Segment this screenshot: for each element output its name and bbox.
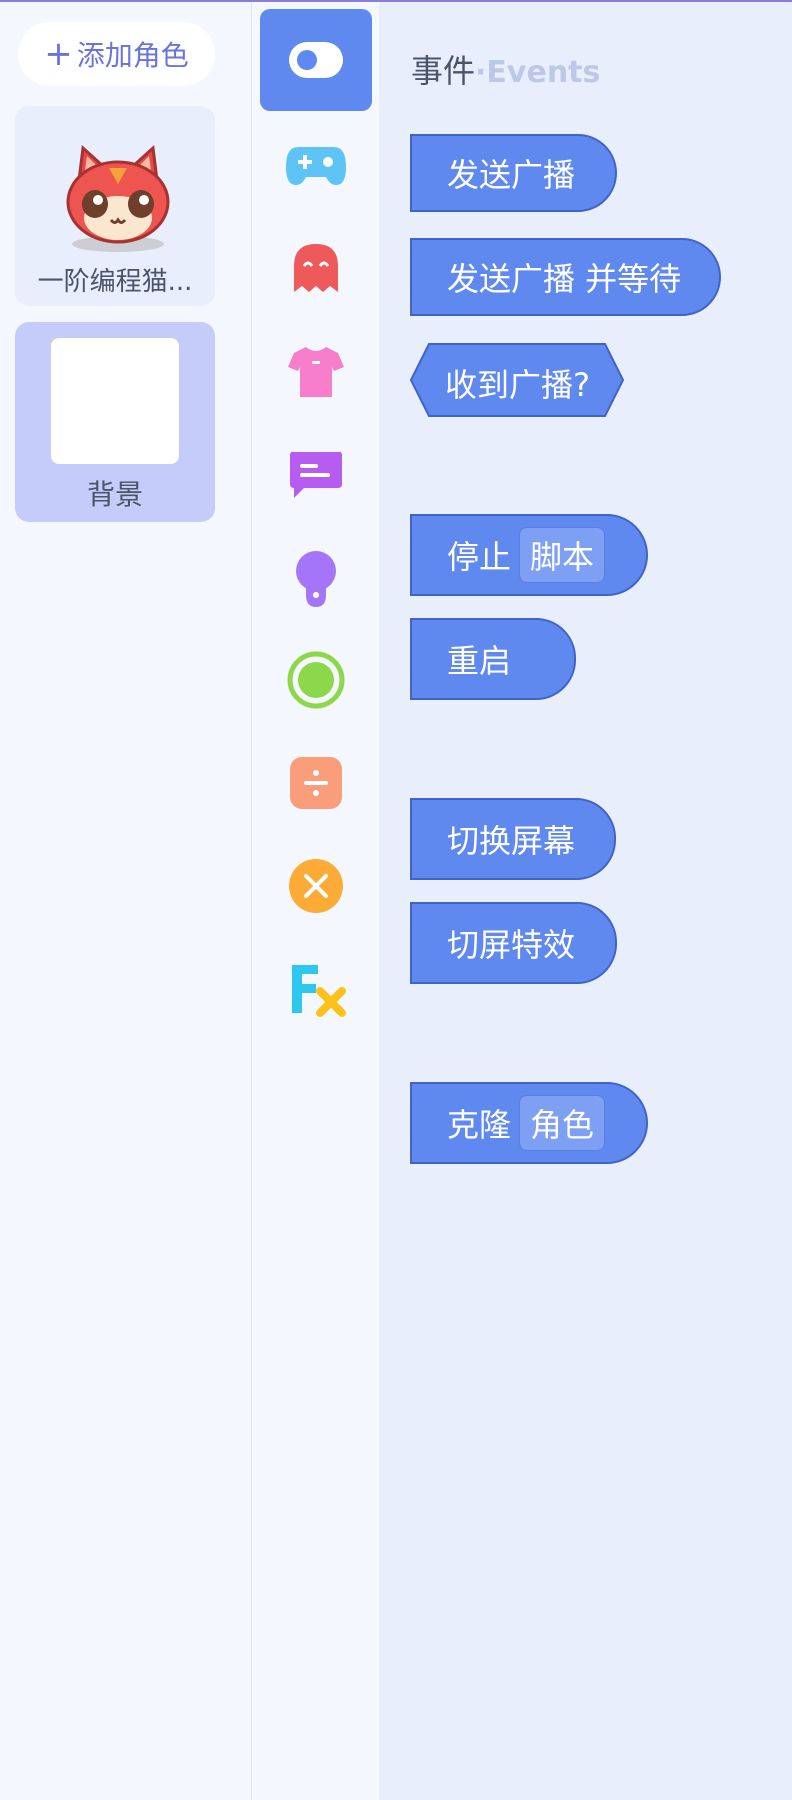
fx-icon bbox=[292, 965, 346, 1017]
cat-avatar bbox=[66, 144, 170, 252]
speech-bubble-icon bbox=[290, 452, 342, 498]
block-screen-effect-label: 切屏特效 bbox=[447, 926, 576, 964]
sprite-name: 一阶编程猫... bbox=[37, 267, 193, 297]
add-sprite-button[interactable]: + 添加角色 bbox=[18, 22, 215, 86]
stage-name: 背景 bbox=[86, 478, 143, 511]
multiply-icon bbox=[289, 859, 343, 913]
events-toggle-icon bbox=[289, 42, 343, 78]
category-control[interactable] bbox=[260, 114, 372, 216]
tshirt-icon bbox=[288, 347, 344, 397]
category-sound[interactable] bbox=[260, 423, 372, 525]
block-receive-broadcast[interactable]: 收到广播? bbox=[409, 342, 625, 418]
add-sprite-label: 添加角色 bbox=[76, 39, 189, 72]
block-broadcast-wait-label: 发送广播 并等待 bbox=[447, 260, 682, 298]
block-broadcast-and-wait[interactable]: 发送广播 并等待 bbox=[410, 238, 721, 316]
hexagon-block-shape bbox=[409, 343, 625, 417]
category-sensing[interactable] bbox=[260, 629, 372, 731]
category-operators[interactable] bbox=[260, 732, 372, 834]
category-pen[interactable] bbox=[260, 526, 372, 628]
block-broadcast[interactable]: 发送广播 bbox=[410, 134, 617, 212]
category-events[interactable] bbox=[260, 9, 372, 111]
category-looks[interactable] bbox=[260, 320, 372, 422]
block-screen-effect[interactable]: 切屏特效 bbox=[410, 902, 617, 984]
palette-title-cn: 事件 bbox=[411, 52, 476, 90]
block-clone[interactable]: 克隆 角色 bbox=[410, 1082, 648, 1164]
category-sidebar bbox=[251, 2, 380, 1800]
stage-card[interactable]: 背景 bbox=[15, 322, 215, 522]
sprite-panel: + 添加角色 一阶编程猫... 背景 bbox=[0, 2, 251, 1800]
category-functions[interactable] bbox=[260, 938, 372, 1040]
stage-thumbnail bbox=[51, 338, 179, 464]
block-receive-label: 收到广播? bbox=[445, 366, 590, 404]
block-stop[interactable]: 停止 脚本 bbox=[410, 514, 648, 596]
block-broadcast-label: 发送广播 bbox=[447, 156, 576, 194]
category-actions[interactable] bbox=[260, 217, 372, 319]
block-clone-label: 克隆 bbox=[447, 1106, 512, 1144]
ring-icon bbox=[287, 651, 345, 709]
gamepad-icon bbox=[286, 147, 346, 185]
category-variables[interactable] bbox=[260, 835, 372, 937]
block-clone-dropdown[interactable]: 角色 bbox=[519, 1095, 606, 1151]
block-stop-label: 停止 bbox=[447, 538, 512, 576]
ghost-icon bbox=[294, 244, 338, 292]
plus-icon: + bbox=[44, 34, 73, 74]
block-restart-label: 重启 bbox=[447, 642, 512, 680]
block-switch-screen[interactable]: 切换屏幕 bbox=[410, 798, 616, 880]
block-switch-screen-label: 切换屏幕 bbox=[447, 822, 576, 860]
sprite-card[interactable]: 一阶编程猫... bbox=[15, 106, 215, 306]
lightbulb-icon bbox=[296, 551, 336, 607]
block-palette: 事件·Events 发送广播 发送广播 并等待 收到广播? 停止 脚本 重启 切… bbox=[379, 2, 792, 1800]
block-restart[interactable]: 重启 bbox=[410, 618, 576, 700]
palette-title-en: Events bbox=[486, 55, 601, 90]
block-stop-dropdown[interactable]: 脚本 bbox=[519, 527, 606, 583]
top-accent-line bbox=[0, 0, 792, 2]
palette-title: 事件·Events bbox=[411, 46, 600, 92]
divide-icon bbox=[290, 757, 342, 809]
palette-title-sep: · bbox=[475, 55, 487, 90]
